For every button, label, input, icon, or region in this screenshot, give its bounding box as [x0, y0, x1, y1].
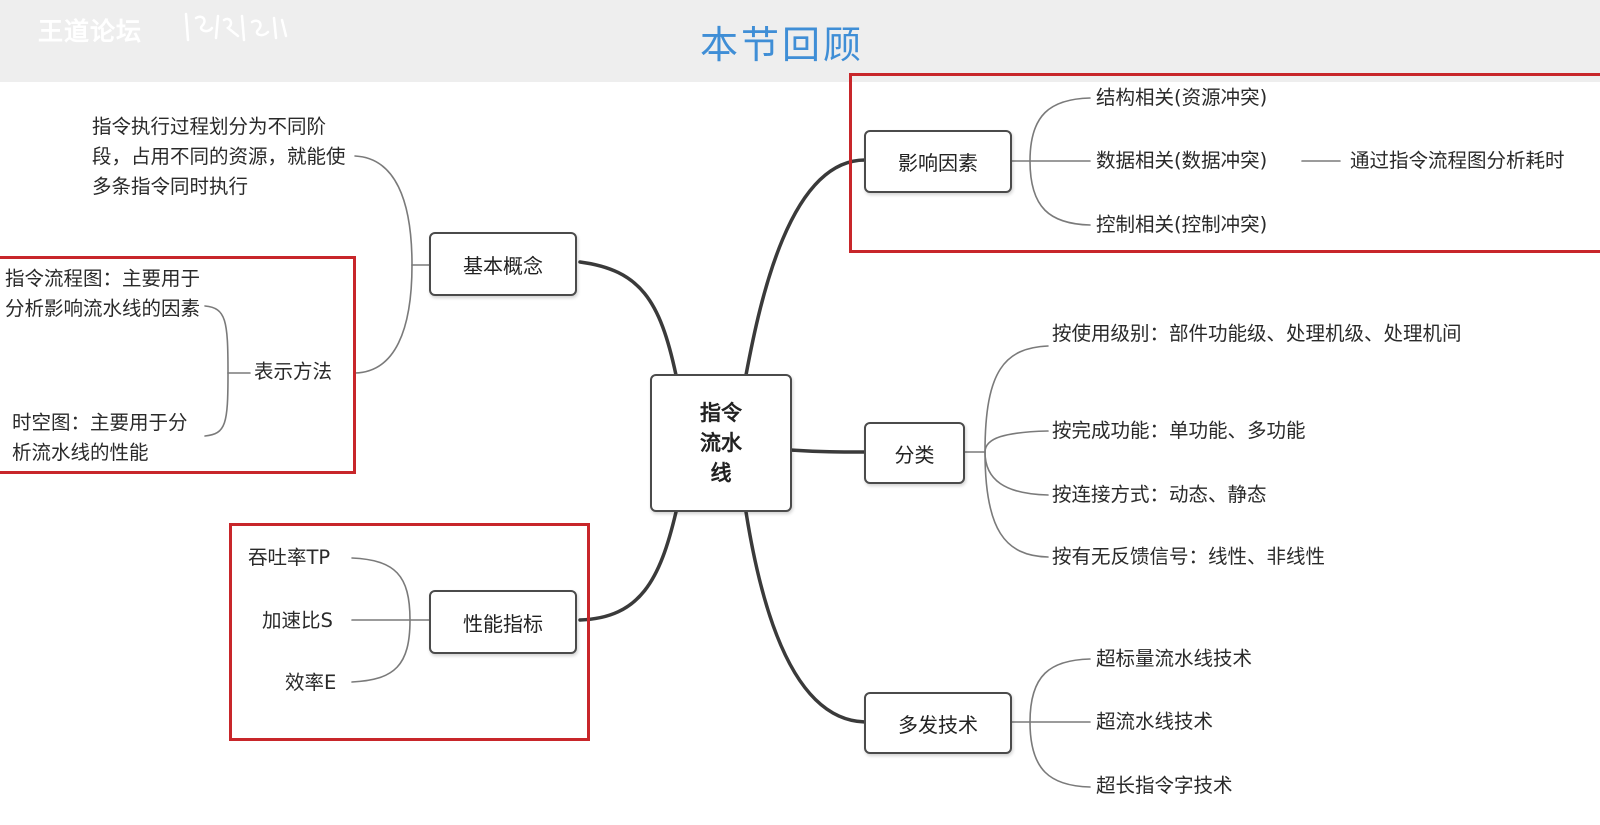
leaf-efficiency: 效率E: [285, 671, 337, 694]
leaf-basic-definition: 指令执行过程划分为不同阶段，占用不同的资源，就能使多条指令同时执行: [92, 115, 346, 198]
connector-factors-to-control: [1029, 160, 1091, 226]
forum-watermark: 王道论坛: [38, 17, 143, 46]
connector-factors-to-structural: [1029, 97, 1091, 162]
node-performance-metrics: 性能指标: [429, 590, 577, 654]
leaf-flow-chart: 指令流程图：主要用于分析影响流水线的因素: [5, 267, 201, 320]
highlight-box-representation: [0, 256, 356, 474]
node-multi-issue: 多发技术: [864, 692, 1012, 754]
connector-center-to-classification: [788, 448, 867, 454]
node-influencing-factors: 影响因素: [864, 130, 1012, 193]
leaf-superscalar: 超标量流水线技术: [1096, 647, 1253, 670]
connector-representation-to-spacetime: [204, 372, 229, 437]
leaf-data-hazard: 数据相关(数据冲突): [1096, 149, 1268, 172]
connector-center-to-basic: [578, 260, 678, 377]
leaf-structural-hazard: 结构相关(资源冲突): [1096, 86, 1268, 109]
connector-center-to-multi-issue: [744, 510, 867, 724]
watermark-logo-icon: [184, 12, 288, 42]
connector-basic-to-definition: [354, 155, 413, 266]
center-node-line2: 流水: [700, 431, 742, 455]
node-classification: 分类: [864, 422, 965, 484]
connector-representation-to-flowchart: [204, 305, 229, 374]
leaf-throughput: 吞吐率TP: [248, 546, 331, 569]
leaf-control-hazard: 控制相关(控制冲突): [1096, 213, 1268, 236]
leaf-representation-label: 表示方法: [254, 360, 333, 383]
connector-center-to-factors: [744, 158, 867, 377]
leaf-class-by-feedback: 按有无反馈信号：线性、非线性: [1052, 545, 1326, 568]
connector-classification-to-connection: [984, 451, 1049, 496]
slide-title: 本节回顾: [700, 23, 865, 67]
header-bar: 王道论坛 本节回顾: [0, 0, 1600, 82]
highlight-box-performance: [229, 523, 590, 741]
leaf-superpipeline: 超流水线技术: [1096, 710, 1214, 733]
connector-basic-to-representation: [354, 264, 413, 374]
leaf-class-by-level: 按使用级别：部件功能级、处理机级、处理机间: [1052, 322, 1462, 345]
leaf-class-by-function: 按完成功能：单功能、多功能: [1052, 419, 1306, 442]
leaf-vliw: 超长指令字技术: [1096, 774, 1233, 797]
connector-performance-to-e: [351, 619, 411, 683]
leaf-space-time-chart: 时空图：主要用于分析流水线的性能: [12, 411, 188, 464]
leaf-speedup: 加速比S: [262, 609, 333, 632]
connector-performance-to-tp: [351, 557, 411, 621]
connector-classification-to-level: [984, 345, 1049, 453]
connector-multi-to-superscalar: [1029, 658, 1091, 723]
node-basic-concepts: 基本概念: [429, 232, 577, 296]
connector-classification-to-feedback: [984, 451, 1049, 558]
leaf-class-by-connection: 按连接方式：动态、静态: [1052, 483, 1267, 506]
center-node-line1: 指令: [700, 401, 742, 425]
center-node-instruction-pipeline: 指令 流水 线: [650, 374, 792, 512]
connector-center-to-performance: [578, 510, 678, 622]
connector-multi-to-vliw: [1029, 721, 1091, 788]
center-node-line3: 线: [710, 461, 732, 485]
leaf-data-hazard-note: 通过指令流程图分析耗时: [1350, 149, 1565, 172]
connector-classification-to-function: [984, 430, 1049, 453]
highlight-box-factors: [849, 73, 1600, 253]
